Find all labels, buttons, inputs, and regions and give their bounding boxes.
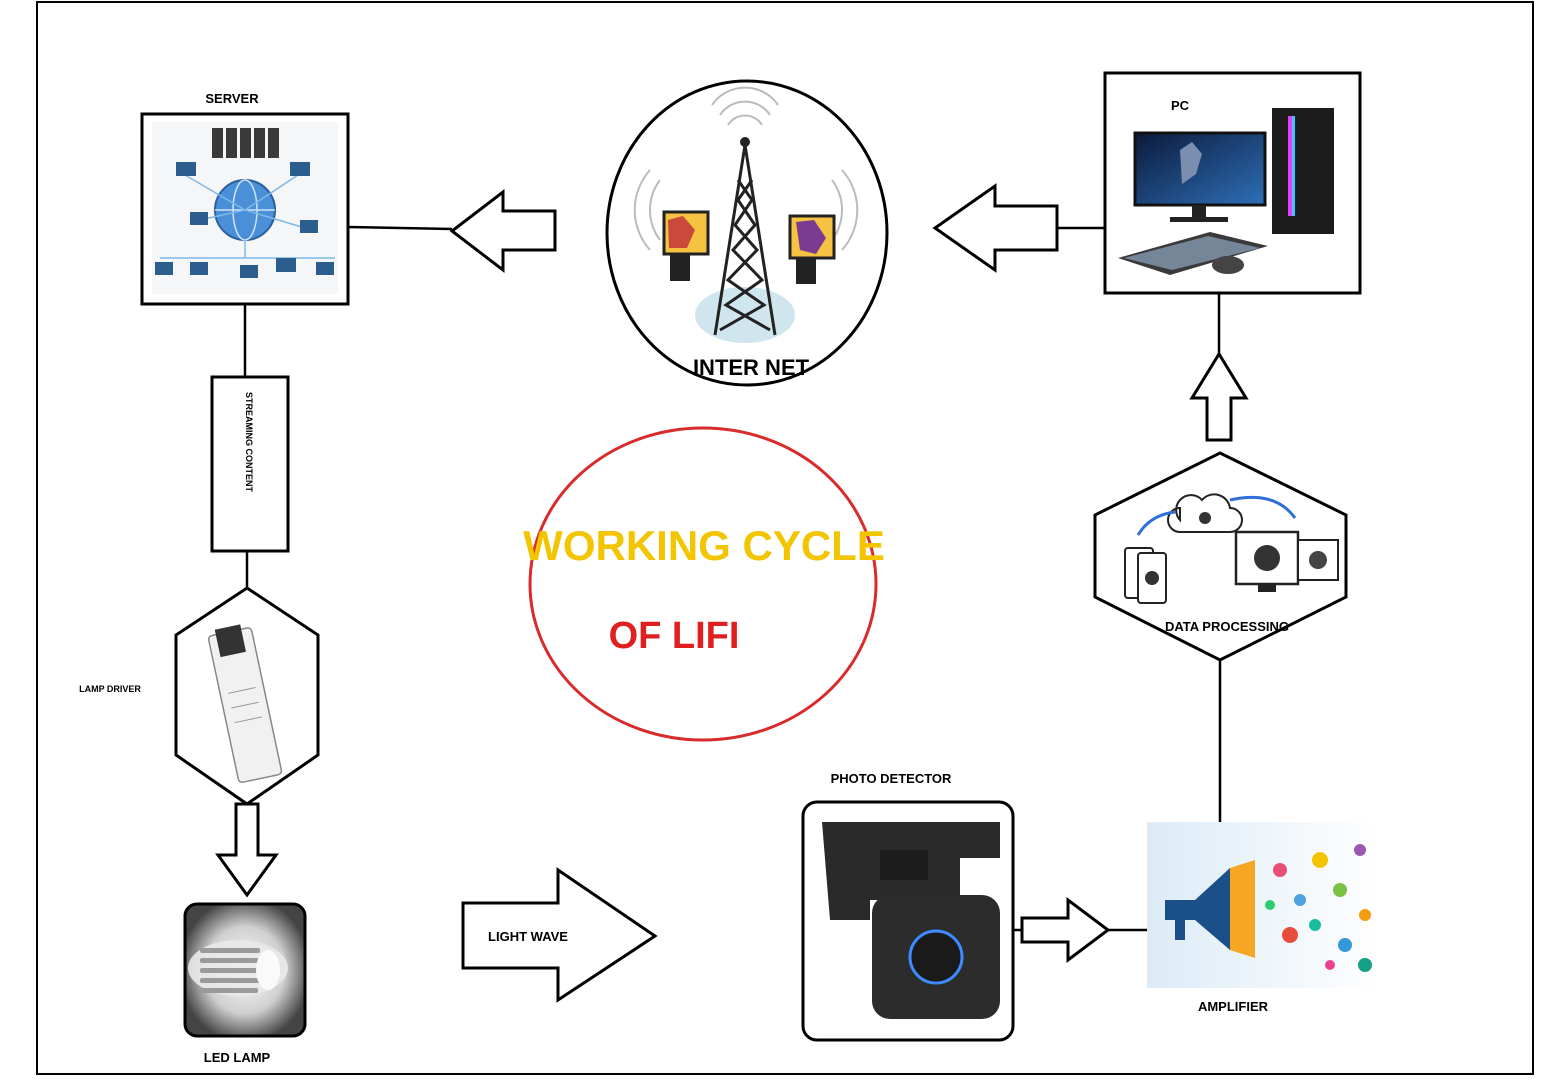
light-wave-label: LIGHT WAVE (488, 929, 568, 944)
lamp-driver-node: LAMP DRIVER (79, 586, 320, 806)
title-line1: WORKING CYCLE (523, 522, 885, 569)
internet-label: INTER NET (693, 355, 810, 380)
center-title: WORKING CYCLE OF LIFI (523, 426, 885, 742)
outer-frame (36, 1, 1534, 1075)
arrow-processing-to-pc (1189, 351, 1249, 442)
photo-detector-node: PHOTO DETECTOR (801, 771, 1015, 1042)
data-processing-label: DATA PROCESSING (1165, 619, 1289, 634)
server-network-icon (152, 122, 338, 294)
social-icons-cloud (1265, 844, 1372, 972)
pc-node: PC (1103, 71, 1362, 295)
data-processing-node: DATA PROCESSING (1093, 451, 1348, 662)
pc-icon (1118, 108, 1334, 275)
server-label: SERVER (205, 91, 259, 106)
led-bulb-icon (188, 940, 288, 996)
tower-icon (633, 86, 859, 343)
arrow-driver-to-lamp (215, 802, 279, 898)
lamp-driver-label: LAMP DRIVER (79, 684, 141, 694)
photo-detector-icon (822, 822, 1000, 1019)
amplifier-label: AMPLIFIER (1198, 999, 1269, 1014)
title-line2: OF LIFI (609, 615, 740, 657)
title-circle (528, 426, 878, 742)
pc-label: PC (1171, 98, 1190, 113)
photo-detector-label: PHOTO DETECTOR (831, 771, 952, 786)
megaphone-icon (1165, 860, 1255, 958)
arrow-pc-to-internet (932, 183, 1059, 273)
led-lamp-node: LED LAMP (183, 902, 307, 1065)
streaming-label: STREAMING CONTENT (244, 392, 254, 493)
data-processing-icon (1124, 493, 1339, 604)
arrow-detector-to-amplifier (1013, 897, 1148, 963)
light-wave-arrow: LIGHT WAVE (461, 867, 658, 1003)
arrow-internet-to-server (347, 188, 557, 274)
lamp-driver-icon (207, 624, 283, 784)
internet-node: INTER NET (605, 79, 889, 387)
amplifier-node: AMPLIFIER (1147, 822, 1380, 1014)
streaming-content-node: STREAMING CONTENT (210, 375, 290, 553)
server-node: SERVER (140, 91, 350, 306)
led-lamp-label: LED LAMP (204, 1050, 271, 1065)
